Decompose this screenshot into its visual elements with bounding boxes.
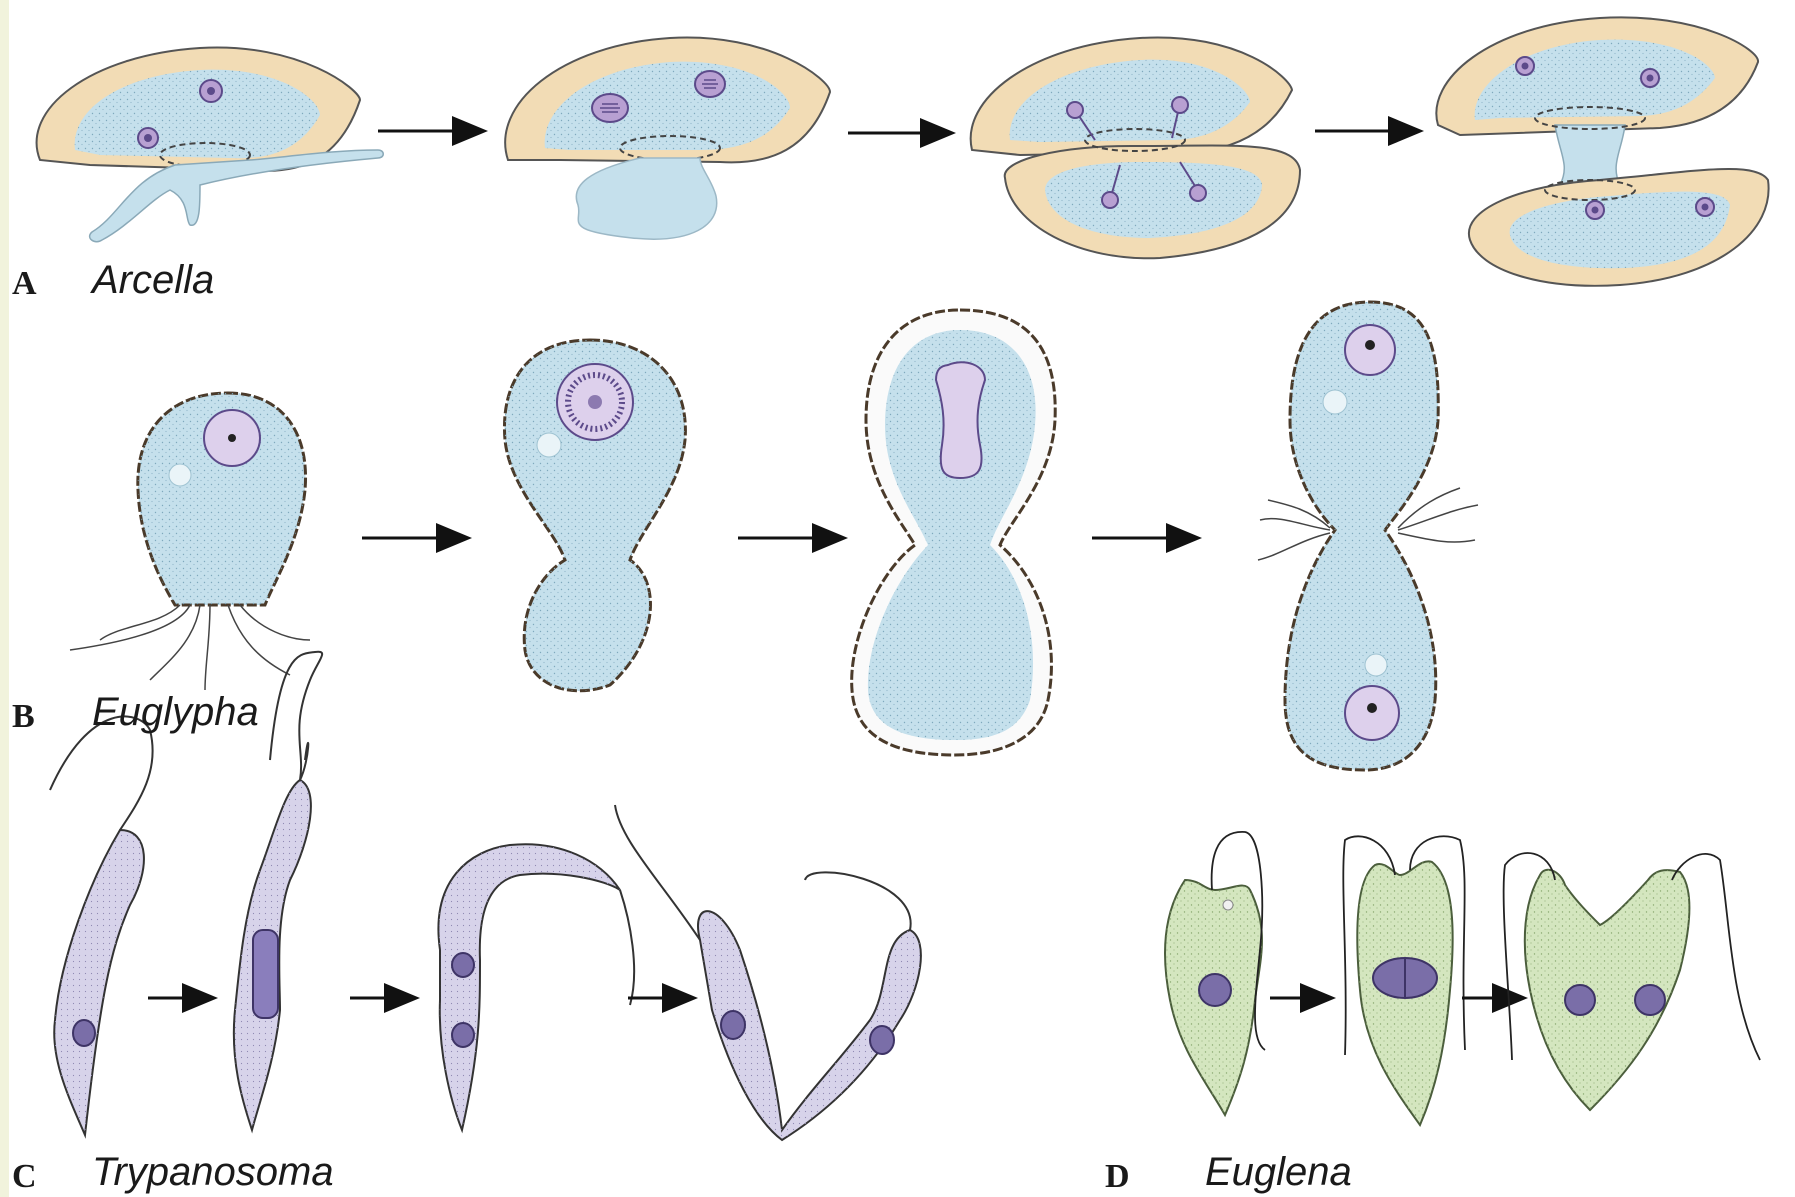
arcella-stage-2 (505, 37, 830, 239)
trypanosoma-stage-3 (438, 844, 634, 1130)
panel-b-letter: B (12, 698, 35, 736)
panel-b-name: Euglypha (92, 690, 259, 735)
euglena-stage-1 (1165, 832, 1265, 1115)
euglena-stage-3 (1504, 853, 1760, 1110)
panel-a-letter: A (12, 265, 37, 303)
euglena-stage-2 (1343, 836, 1465, 1125)
panel-c-name: Trypanosoma (92, 1150, 334, 1195)
panel-d-name: Euglena (1205, 1150, 1352, 1195)
panel-a-name: Arcella (92, 258, 214, 303)
arcella-stage-3 (971, 37, 1300, 258)
panel-c-letter: C (12, 1158, 37, 1196)
euglypha-stage-2 (504, 340, 685, 691)
euglypha-stage-4 (1258, 302, 1478, 770)
arcella-stage-4 (1436, 17, 1768, 285)
trypanosoma-stage-4 (615, 805, 921, 1140)
euglypha-stage-3 (852, 310, 1056, 755)
trypanosoma-stage-1 (50, 716, 153, 1135)
euglypha-stage-1 (70, 393, 310, 690)
panel-d-letter: D (1105, 1158, 1130, 1196)
arcella-stage-1 (37, 47, 384, 241)
